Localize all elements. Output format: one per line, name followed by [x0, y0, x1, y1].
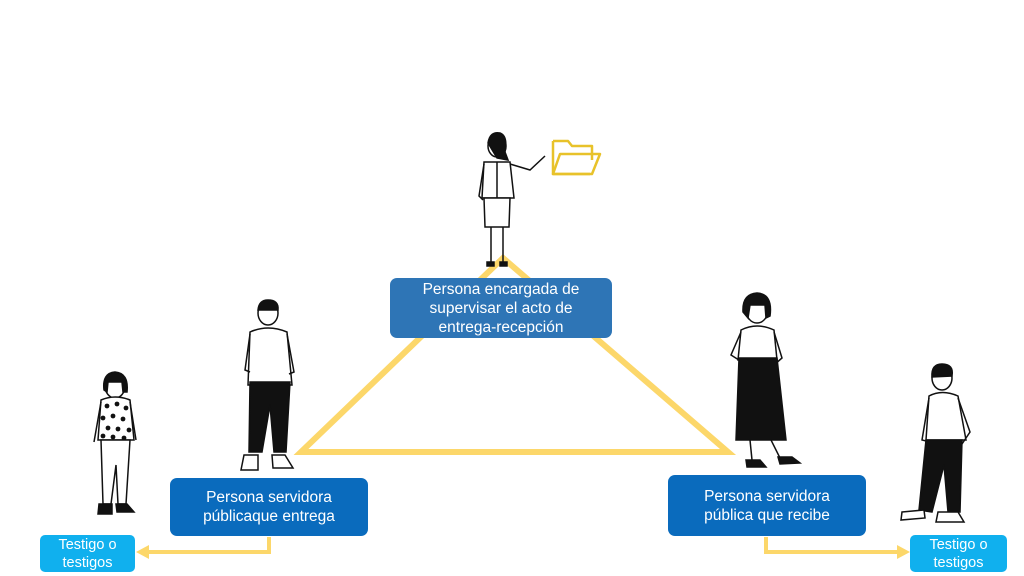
man-standing-left-illustration — [240, 299, 295, 471]
arrow-to-left-witness — [136, 537, 271, 559]
folder-icon — [551, 139, 602, 176]
woman-pointing-illustration — [478, 131, 546, 267]
receiver-node: Persona servidora pública que recibe — [668, 475, 866, 536]
giver-label: Persona servidora públicaque entrega — [203, 489, 335, 525]
girl-witness-illustration — [93, 371, 137, 515]
receiver-label: Persona servidora pública que recibe — [704, 487, 830, 524]
witness-right-node: Testigo o testigos — [910, 535, 1007, 572]
boy-witness-illustration — [900, 363, 971, 523]
relationship-triangle — [293, 253, 737, 455]
woman-standing-right-illustration — [730, 292, 803, 468]
arrow-to-right-witness — [764, 537, 910, 559]
supervisor-node: Persona encargada de supervisar el acto … — [390, 278, 612, 338]
witness-right-label: Testigo o testigos — [929, 536, 988, 571]
witness-left-label: Testigo o testigos — [58, 536, 117, 571]
giver-node: Persona servidora públicaque entrega — [170, 478, 368, 536]
witness-left-node: Testigo o testigos — [40, 535, 135, 572]
supervisor-label: Persona encargada de supervisar el acto … — [422, 280, 580, 336]
